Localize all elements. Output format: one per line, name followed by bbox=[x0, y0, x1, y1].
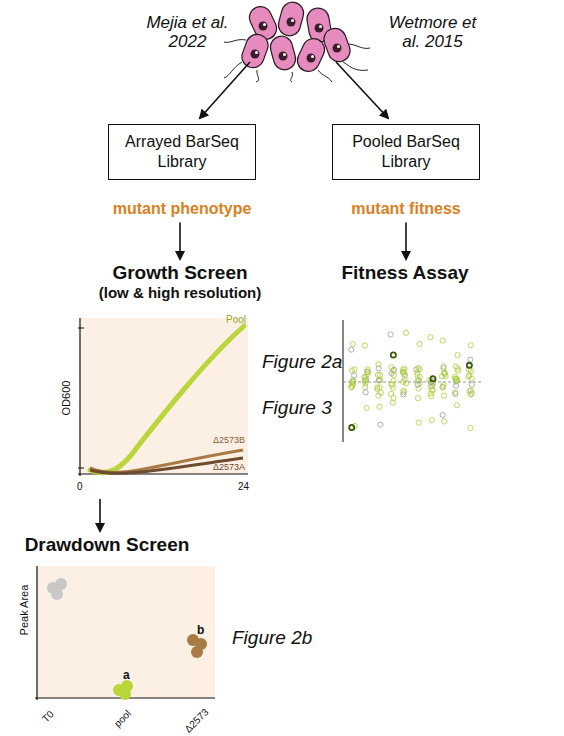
figure-ref: Figure 2b bbox=[232, 628, 312, 649]
series-label: Pool bbox=[226, 314, 246, 325]
flow-arrow bbox=[405, 222, 407, 259]
series-label: Δ2573A bbox=[213, 463, 245, 473]
bacteria-illustration bbox=[222, 0, 372, 82]
library-box: Pooled BarSeq Library mutant fitness bbox=[332, 124, 480, 218]
figure-ref: Figure 2a bbox=[262, 352, 342, 373]
library-title: Arrayed BarSeq Library bbox=[108, 124, 256, 180]
flow-arrow bbox=[179, 222, 181, 259]
outcome-label: mutant phenotype bbox=[108, 200, 256, 218]
library-title: Pooled BarSeq Library bbox=[332, 124, 480, 180]
category-label: Δ2573 bbox=[182, 706, 210, 734]
significance-letter: a bbox=[123, 669, 130, 682]
significance-letter: b bbox=[197, 624, 204, 637]
screen-subtitle: (low & high resolution) bbox=[60, 284, 300, 302]
tick-label: 24 bbox=[238, 481, 249, 492]
screen-node: Growth Screen(low & high resolution) bbox=[60, 262, 300, 495]
screen-title: Drawdown Screen bbox=[12, 534, 202, 556]
category-label: T0 bbox=[40, 708, 56, 724]
citation: Wetmore et al. 2015 bbox=[380, 14, 485, 51]
flow-arrow bbox=[99, 499, 101, 531]
screen-title: Growth Screen bbox=[60, 262, 300, 284]
outcome-label: mutant fitness bbox=[332, 200, 480, 218]
library-box: Arrayed BarSeq Library mutant phenotype bbox=[108, 124, 256, 218]
axis-title: OD600 bbox=[60, 381, 72, 416]
fitness-chart bbox=[335, 318, 485, 446]
axis-title: Peak Area bbox=[18, 585, 30, 636]
screen-title: Fitness Assay bbox=[330, 262, 480, 284]
figure-ref: Figure 3 bbox=[262, 398, 332, 419]
category-label: pool bbox=[111, 707, 132, 728]
growth-chart bbox=[78, 318, 250, 480]
screen-node: Fitness Assay bbox=[330, 262, 480, 284]
citation: Mejia et al. 2022 bbox=[140, 14, 235, 51]
screen-node: Drawdown Screen bbox=[12, 534, 202, 556]
tick-label: 0 bbox=[77, 481, 83, 492]
series-label: Δ2573B bbox=[213, 436, 245, 446]
